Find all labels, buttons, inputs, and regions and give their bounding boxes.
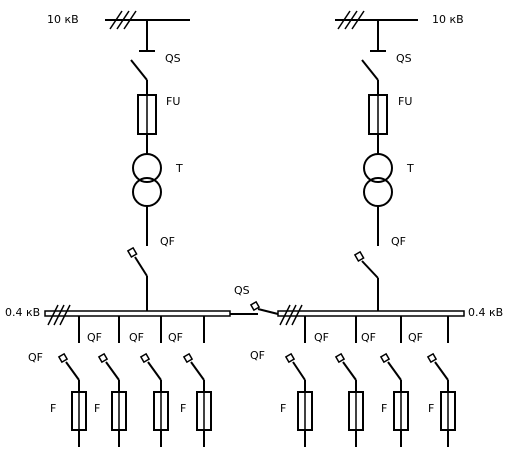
disconnector-left (130, 59, 148, 81)
main-breaker-right (353, 250, 365, 262)
qs-tie-label: QS (234, 284, 250, 297)
feeder-1-right (284, 352, 313, 447)
feeder-2-right (334, 352, 364, 447)
qf-feeder-label: QF (129, 331, 144, 344)
qf-feeder-label: QF (87, 331, 102, 344)
fu-label-right: FU (398, 95, 412, 108)
f-label: F (50, 402, 56, 415)
qf-feeder-label: QF (361, 331, 376, 344)
left-feeders: QF QF QF QF (28, 316, 212, 447)
feeder-4-right (426, 352, 456, 447)
disconnector-right (361, 59, 379, 81)
hv-label-right: 10 кВ (432, 13, 464, 26)
right-supply: 10 кВ QS FU T QF 0.4 кВ (277, 10, 503, 326)
qf-feeder-side-label: QF (28, 351, 43, 364)
lv-label-left: 0.4 кВ (5, 306, 40, 319)
lv-bus-left (44, 310, 231, 317)
t-label-right: T (406, 162, 414, 175)
feeder-4-left (182, 352, 212, 447)
lv-label-right: 0.4 кВ (468, 306, 503, 319)
qs-label-left: QS (165, 52, 181, 65)
main-breaker-left (126, 246, 138, 258)
transformer-right (363, 153, 393, 183)
qf-feeder-label: QF (408, 331, 423, 344)
feeder-3-left (139, 352, 169, 447)
lv-bus-right (277, 310, 465, 317)
qf-main-label-right: QF (391, 235, 406, 248)
qs-label-right: QS (396, 52, 412, 65)
feeder-3-right (379, 352, 409, 447)
fu-label-left: FU (166, 95, 180, 108)
f-label: F (428, 402, 434, 415)
f-label: F (381, 402, 387, 415)
hv-label-left: 10 кВ (47, 13, 79, 26)
right-feeders: QF QF QF QF (250, 316, 456, 447)
feeder-2-left (97, 352, 127, 447)
feeder-1-left (57, 352, 87, 447)
bus-tie: QS (230, 284, 279, 315)
f-label: F (94, 402, 100, 415)
left-supply: 10 кВ QS FU T QF 0.4 кВ (5, 10, 231, 326)
qf-feeder-label: QF (314, 331, 329, 344)
f-label: F (180, 402, 186, 415)
qf-main-label-left: QF (160, 235, 175, 248)
transformer-left (132, 153, 162, 183)
f-label: F (280, 402, 286, 415)
qf-feeder-side-label: QF (250, 349, 265, 362)
t-label-left: T (175, 162, 183, 175)
bus-tie-switch (249, 300, 261, 312)
qf-feeder-label: QF (168, 331, 183, 344)
